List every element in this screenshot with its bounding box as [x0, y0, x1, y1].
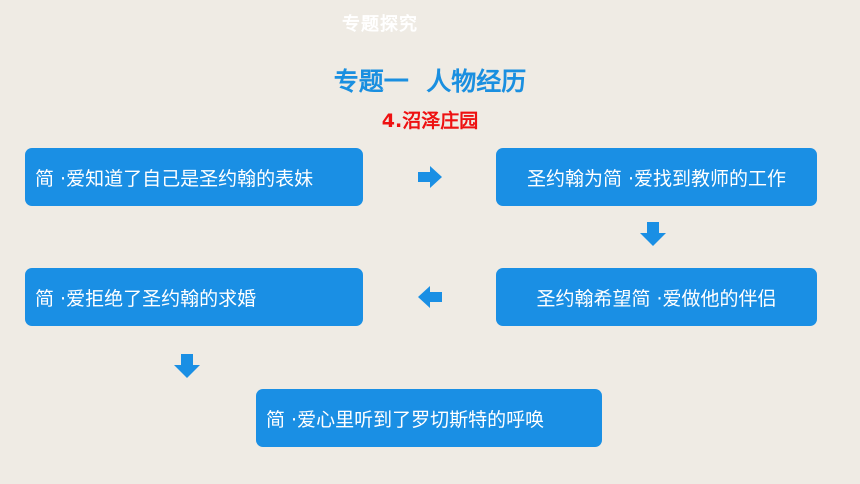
flow-step-2: 圣约翰为简 ·爱找到教师的工作 — [496, 148, 817, 206]
flow-step-3: 圣约翰希望简 ·爱做他的伴侣 — [496, 268, 817, 326]
topic-subtitle: 4.沼泽庄园 — [381, 110, 479, 132]
arrow-right-icon — [418, 166, 442, 188]
arrow-left-icon — [418, 286, 442, 308]
flow-step-1: 简 ·爱知道了自己是圣约翰的表妹 — [25, 148, 363, 206]
arrow-down-icon — [640, 222, 666, 246]
flow-step-4: 简 ·爱拒绝了圣约翰的求婚 — [25, 268, 363, 326]
arrow-down-icon — [174, 354, 200, 378]
section-header-label: 专题探究 — [342, 14, 418, 35]
topic-title: 专题一 人物经历 — [333, 67, 527, 96]
flow-step-5: 简 ·爱心里听到了罗切斯特的呼唤 — [256, 389, 602, 447]
